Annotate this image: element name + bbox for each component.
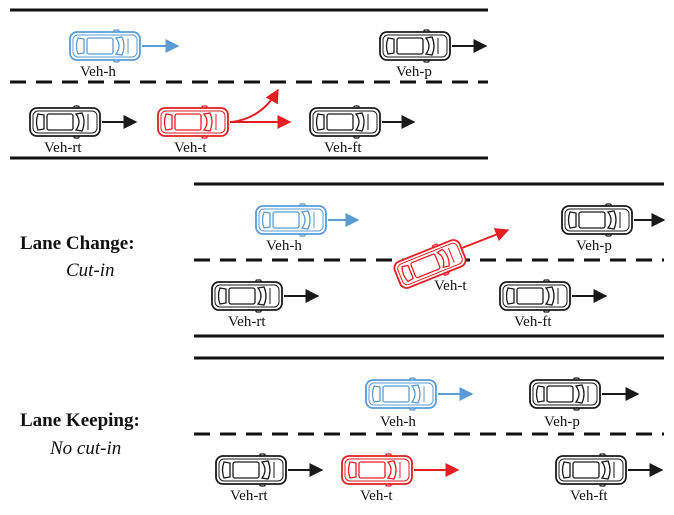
car-icon bbox=[255, 203, 327, 237]
veh-rt-label: Veh-rt bbox=[230, 488, 268, 504]
veh-p-label: Veh-p bbox=[396, 64, 432, 80]
veh-ft-label: Veh-ft bbox=[324, 140, 362, 156]
car-icon bbox=[29, 105, 101, 139]
veh-h-label: Veh-h bbox=[80, 64, 116, 80]
car-icon bbox=[157, 105, 229, 139]
arrow-right-icon bbox=[461, 228, 510, 249]
veh-rt-label: Veh-rt bbox=[44, 140, 82, 156]
scenario-subtitle: No cut-in bbox=[49, 438, 121, 459]
scenario-lane-change: Lane Change: Cut-in Veh-h Veh-p Veh-t Ve… bbox=[20, 182, 666, 338]
veh-p-label: Veh-p bbox=[544, 414, 580, 430]
car-icon bbox=[555, 453, 627, 487]
car-icon bbox=[379, 29, 451, 63]
car-icon bbox=[215, 453, 287, 487]
veh-t-label: Veh-t bbox=[360, 488, 393, 504]
veh-ft-label: Veh-ft bbox=[514, 314, 552, 330]
car-icon bbox=[393, 239, 467, 289]
car-icon bbox=[69, 29, 141, 63]
car-icon bbox=[365, 377, 437, 411]
scenario-title: Lane Change: bbox=[20, 233, 135, 254]
car-icon bbox=[211, 279, 283, 313]
scenario-subtitle: Cut-in bbox=[66, 260, 115, 281]
veh-rt-label: Veh-rt bbox=[228, 314, 266, 330]
car-icon bbox=[561, 203, 633, 237]
veh-h-label: Veh-h bbox=[380, 414, 416, 430]
car-icon bbox=[309, 105, 381, 139]
veh-t-label: Veh-t bbox=[174, 140, 207, 156]
car-icon bbox=[341, 453, 413, 487]
scenario-title: Lane Keeping: bbox=[20, 410, 140, 431]
veh-p-label: Veh-p bbox=[576, 238, 612, 254]
scenario-top: Veh-h Veh-p Veh-rt Veh-t Veh-ft bbox=[10, 8, 488, 160]
veh-h-label: Veh-h bbox=[266, 238, 302, 254]
veh-ft-label: Veh-ft bbox=[570, 488, 608, 504]
scenario-lane-keeping: Lane Keeping: No cut-in Veh-h Veh-p Veh-… bbox=[20, 356, 664, 504]
car-icon bbox=[499, 279, 571, 313]
veh-t-label: Veh-t bbox=[434, 278, 467, 294]
curved-arrow-icon bbox=[231, 88, 279, 123]
car-icon bbox=[529, 377, 601, 411]
